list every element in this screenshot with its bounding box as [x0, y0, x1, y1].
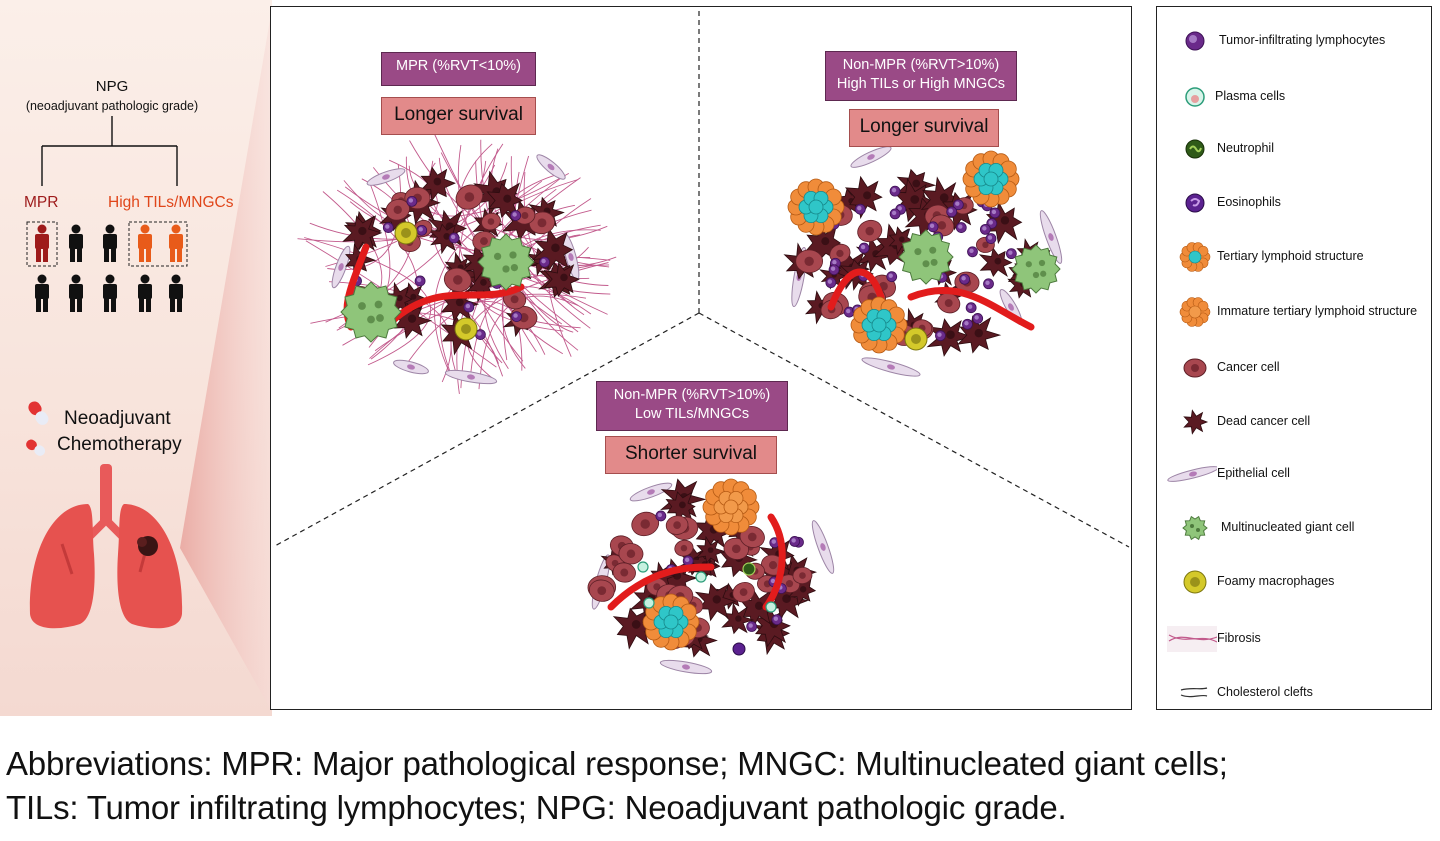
chemo-line2: Chemotherapy	[57, 434, 182, 455]
epithelial-cell-icon	[1167, 466, 1217, 482]
cluster-mpr	[297, 134, 617, 394]
plasma-cell	[765, 601, 777, 613]
cancer-cell-icon	[1183, 358, 1207, 378]
lymphocyte-icon	[1185, 31, 1205, 51]
panel1-survival: Longer survival	[381, 97, 536, 135]
legend-label: Epithelial cell	[1217, 466, 1290, 480]
divider-right	[698, 312, 1130, 548]
dead-cancer-cell	[342, 215, 383, 256]
legend-label: Plasma cells	[1215, 89, 1286, 103]
neutrophil-icon	[1185, 139, 1205, 159]
high-tils-label: High TILs/MNGCs	[108, 194, 234, 211]
legend-label: Cholesterol clefts	[1217, 685, 1313, 699]
plasma-cell	[695, 571, 707, 583]
panel2-tag-line1: Non-MPR (%RVT>10%)	[842, 57, 1000, 73]
panel2-tag-line2: High TILs or High MNGCs	[836, 76, 1006, 92]
immature-tls-icon	[1179, 297, 1211, 327]
panel3-tag: Non-MPR (%RVT>10%) Low TILs/MNGCs	[596, 381, 788, 431]
panel3-tag-line1: Non-MPR (%RVT>10%)	[613, 387, 771, 403]
dead-cancer-cell	[612, 607, 656, 650]
cluster-nonmpr-high	[783, 146, 1063, 377]
cluster-nonmpr-low	[587, 478, 835, 675]
person-icon	[169, 274, 183, 312]
tertiary-lymphoid-structure	[787, 178, 845, 236]
fibrosis-fiber	[327, 164, 402, 270]
multinucleated-giant-cell	[340, 281, 402, 343]
person-icon	[69, 274, 83, 312]
fibrosis-fiber	[409, 140, 608, 241]
blood-vessel	[827, 268, 1035, 331]
panel2-tag: Non-MPR (%RVT>10%) High TILs or High MNG…	[825, 51, 1017, 101]
multinucleated-giant-cell	[1011, 244, 1061, 294]
legend-label: Tertiary lymphoid structure	[1217, 249, 1364, 263]
fibrosis-fiber	[502, 174, 573, 306]
panel2-survival: Longer survival	[849, 109, 999, 147]
neutrophil	[742, 562, 756, 576]
fibrosis-fiber	[408, 301, 546, 362]
tertiary-lymphoid-structure	[850, 296, 908, 354]
tils-box	[128, 221, 188, 267]
npg-subtitle: (neoadjuvant pathologic grade)	[25, 99, 199, 113]
abbreviations-line1: Abbreviations: MPR: Major pathological r…	[6, 745, 1228, 782]
legend-icons	[1167, 31, 1217, 698]
legend-label: Dead cancer cell	[1217, 414, 1311, 428]
npg-label: NPG	[95, 78, 129, 95]
person-icon	[138, 224, 152, 262]
plasma-cell-icon	[1185, 87, 1205, 107]
legend-label: Foamy macrophages	[1217, 574, 1335, 588]
panel3-survival: Shorter survival	[605, 436, 777, 474]
tertiary-lymphoid-structure	[962, 150, 1020, 208]
pathology-diagram: MPR (%RVT<10%) Longer survival Non-MPR (…	[270, 6, 1132, 710]
legend-label: Eosinophils	[1217, 195, 1281, 209]
plasma-cell	[643, 597, 655, 609]
patient-tree	[26, 116, 188, 312]
mpr-box	[26, 221, 58, 267]
person-icon	[138, 274, 152, 312]
multinucleated-giant-cell	[477, 233, 535, 291]
legend-label: Multinucleated giant cell	[1221, 520, 1355, 534]
panel1-tag-line1: MPR (%RVT<10%)	[395, 58, 522, 74]
person-icon	[103, 274, 117, 312]
fibrosis-fiber	[328, 281, 452, 383]
immature-tls	[702, 478, 760, 536]
fibrosis-fiber	[325, 159, 438, 267]
blood-vessel	[607, 513, 786, 611]
eosinophil-icon	[1185, 193, 1205, 213]
person-icon	[35, 224, 49, 262]
tertiary-lymphoid-icon	[1179, 242, 1211, 272]
legend-label: Cancer cell	[1217, 360, 1280, 374]
capsule-icon	[26, 401, 49, 456]
fibrosis-icon	[1167, 626, 1217, 652]
chemo-line1: Neoadjuvant	[64, 408, 171, 429]
divider-left	[272, 312, 700, 548]
foamy-macrophage-icon	[1183, 570, 1207, 594]
person-icon	[35, 274, 49, 312]
person-icon	[69, 224, 83, 262]
legend-label: Tumor-infiltrating lymphocytes	[1219, 33, 1386, 47]
plasma-cell	[637, 561, 649, 573]
abbreviations-line2: TILs: Tumor infiltrating lymphocytes; NP…	[6, 789, 1067, 826]
mpr-label: MPR	[24, 194, 59, 211]
eosinophil	[732, 642, 746, 656]
multinucleated-giant-cell	[898, 229, 954, 285]
panel1-tag: MPR (%RVT<10%)	[381, 52, 536, 86]
cholesterol-cleft-icon	[1180, 687, 1208, 698]
giant-cell-icon	[1182, 515, 1208, 541]
lungs-icon	[29, 464, 183, 629]
legend-label: Immature tertiary lymphoid structure	[1217, 304, 1418, 318]
fibrosis-fiber	[469, 286, 592, 380]
person-icon	[103, 224, 117, 262]
fibrosis-fiber	[434, 179, 579, 374]
dead-cancer-cell-icon	[1183, 409, 1209, 435]
legend-label: Fibrosis	[1217, 631, 1261, 645]
tissue-illustration	[272, 11, 1130, 675]
panel3-tag-line2: Low TILs/MNGCs	[634, 406, 750, 422]
person-icon	[169, 224, 183, 262]
legend-label: Neutrophil	[1217, 141, 1274, 155]
